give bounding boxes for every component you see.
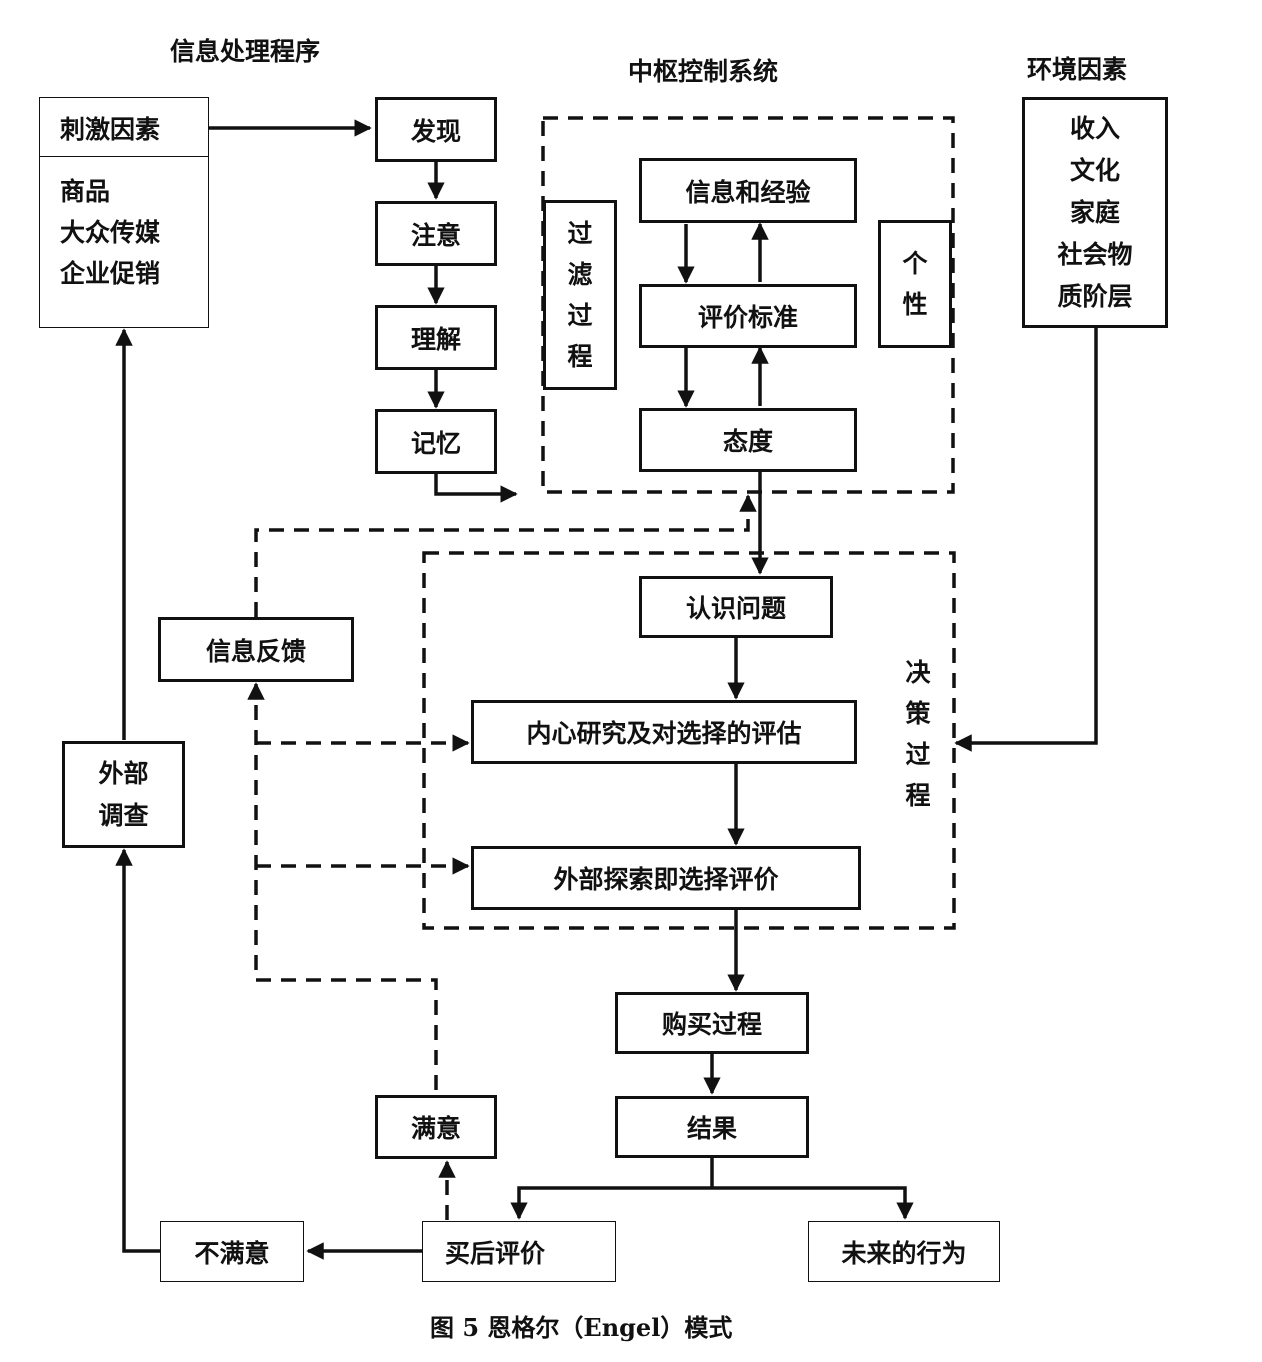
purchase-process-box: 购买过程 <box>615 992 809 1054</box>
header-environment: 环境因素 <box>1027 55 1128 84</box>
post-purchase-label: 买后评价 <box>445 1238 546 1268</box>
external-survey-line: 调查 <box>98 800 149 830</box>
filter-process-box: 过 滤 过 程 <box>543 200 617 390</box>
decision-process-region <box>422 551 956 930</box>
internal-search-label: 内心研究及对选择的评估 <box>526 719 802 748</box>
info-experience-label: 信息和经验 <box>685 177 811 207</box>
personality-char: 性 <box>902 290 928 319</box>
external-search-box: 外部探索即选择评价 <box>471 846 861 910</box>
filter-char: 滤 <box>567 260 593 289</box>
stimulus-item: 企业促销 <box>60 259 161 288</box>
stimulus-item: 大众传媒 <box>60 218 161 247</box>
recognize-problem-label: 认识问题 <box>685 594 786 623</box>
evaluation-criteria-label: 评价标准 <box>697 303 798 332</box>
external-survey-line: 外部 <box>98 758 149 788</box>
decision-char: 程 <box>905 781 931 810</box>
satisfied-box: 满意 <box>375 1095 497 1159</box>
personality-char: 个 <box>902 249 928 278</box>
personality-box: 个 性 <box>878 220 952 348</box>
environment-item: 收入 <box>1069 113 1120 143</box>
info-feedback-box: 信息反馈 <box>158 617 354 682</box>
info-feedback-label: 信息反馈 <box>205 636 306 666</box>
arrow-environment-to-decision <box>954 328 1098 752</box>
environment-item: 质阶层 <box>1057 281 1133 311</box>
attitude-label: 态度 <box>722 427 773 456</box>
step-attention: 注意 <box>375 201 497 266</box>
environment-item: 文化 <box>1069 155 1120 185</box>
step-understand: 理解 <box>375 305 497 370</box>
post-purchase-box: 买后评价 <box>422 1221 616 1282</box>
external-survey-box: 外部 调查 <box>62 741 185 848</box>
arrow-memory-to-central <box>434 474 518 503</box>
figure-caption: 图 5 恩格尔（Engel）模式 <box>430 1313 733 1342</box>
step-label: 记忆 <box>410 428 461 458</box>
attitude-box: 态度 <box>639 408 857 472</box>
decision-char: 过 <box>905 740 931 769</box>
info-experience-box: 信息和经验 <box>639 158 857 223</box>
arrow-dissatisfied-to-survey <box>115 848 160 1253</box>
dissatisfied-label: 不满意 <box>194 1238 270 1268</box>
result-box: 结果 <box>615 1096 809 1158</box>
header-info-processing: 信息处理程序 <box>170 37 321 66</box>
decision-char: 策 <box>905 699 931 728</box>
future-behavior-label: 未来的行为 <box>841 1238 967 1268</box>
step-label: 理解 <box>410 324 461 354</box>
stimulus-items-box: 商品 大众传媒 企业促销 <box>39 156 209 328</box>
header-central-control: 中枢控制系统 <box>628 57 779 86</box>
result-label: 结果 <box>686 1114 737 1143</box>
decision-side-label: 决 策 过 程 <box>898 652 938 816</box>
arrow-result-to-future <box>712 1186 914 1220</box>
future-behavior-box: 未来的行为 <box>808 1221 1000 1282</box>
evaluation-criteria-box: 评价标准 <box>639 284 857 348</box>
purchase-process-label: 购买过程 <box>661 1010 762 1039</box>
filter-char: 过 <box>567 219 593 248</box>
environment-box: 收入 文化 家庭 社会物 质阶层 <box>1022 97 1168 328</box>
step-label: 发现 <box>410 116 461 146</box>
step-discover: 发现 <box>375 97 497 162</box>
stimulus-item: 商品 <box>60 177 111 206</box>
dissatisfied-box: 不满意 <box>160 1221 304 1282</box>
internal-search-box: 内心研究及对选择的评估 <box>471 700 857 764</box>
feedback-loop-left <box>247 682 438 1090</box>
satisfied-label: 满意 <box>410 1114 461 1143</box>
arrow-result-to-post <box>510 1186 712 1220</box>
step-memory: 记忆 <box>375 409 497 474</box>
filter-char: 过 <box>567 301 593 330</box>
recognize-problem-box: 认识问题 <box>639 576 833 638</box>
filter-char: 程 <box>567 342 593 371</box>
decision-char: 决 <box>905 658 931 687</box>
environment-item: 家庭 <box>1069 197 1120 227</box>
external-search-label: 外部探索即选择评价 <box>553 865 779 894</box>
step-label: 注意 <box>410 220 461 250</box>
stimulus-title: 刺激因素 <box>60 114 161 144</box>
feedback-loop-top <box>254 494 757 617</box>
environment-item: 社会物 <box>1057 239 1133 269</box>
stimulus-title-box: 刺激因素 <box>39 97 209 158</box>
